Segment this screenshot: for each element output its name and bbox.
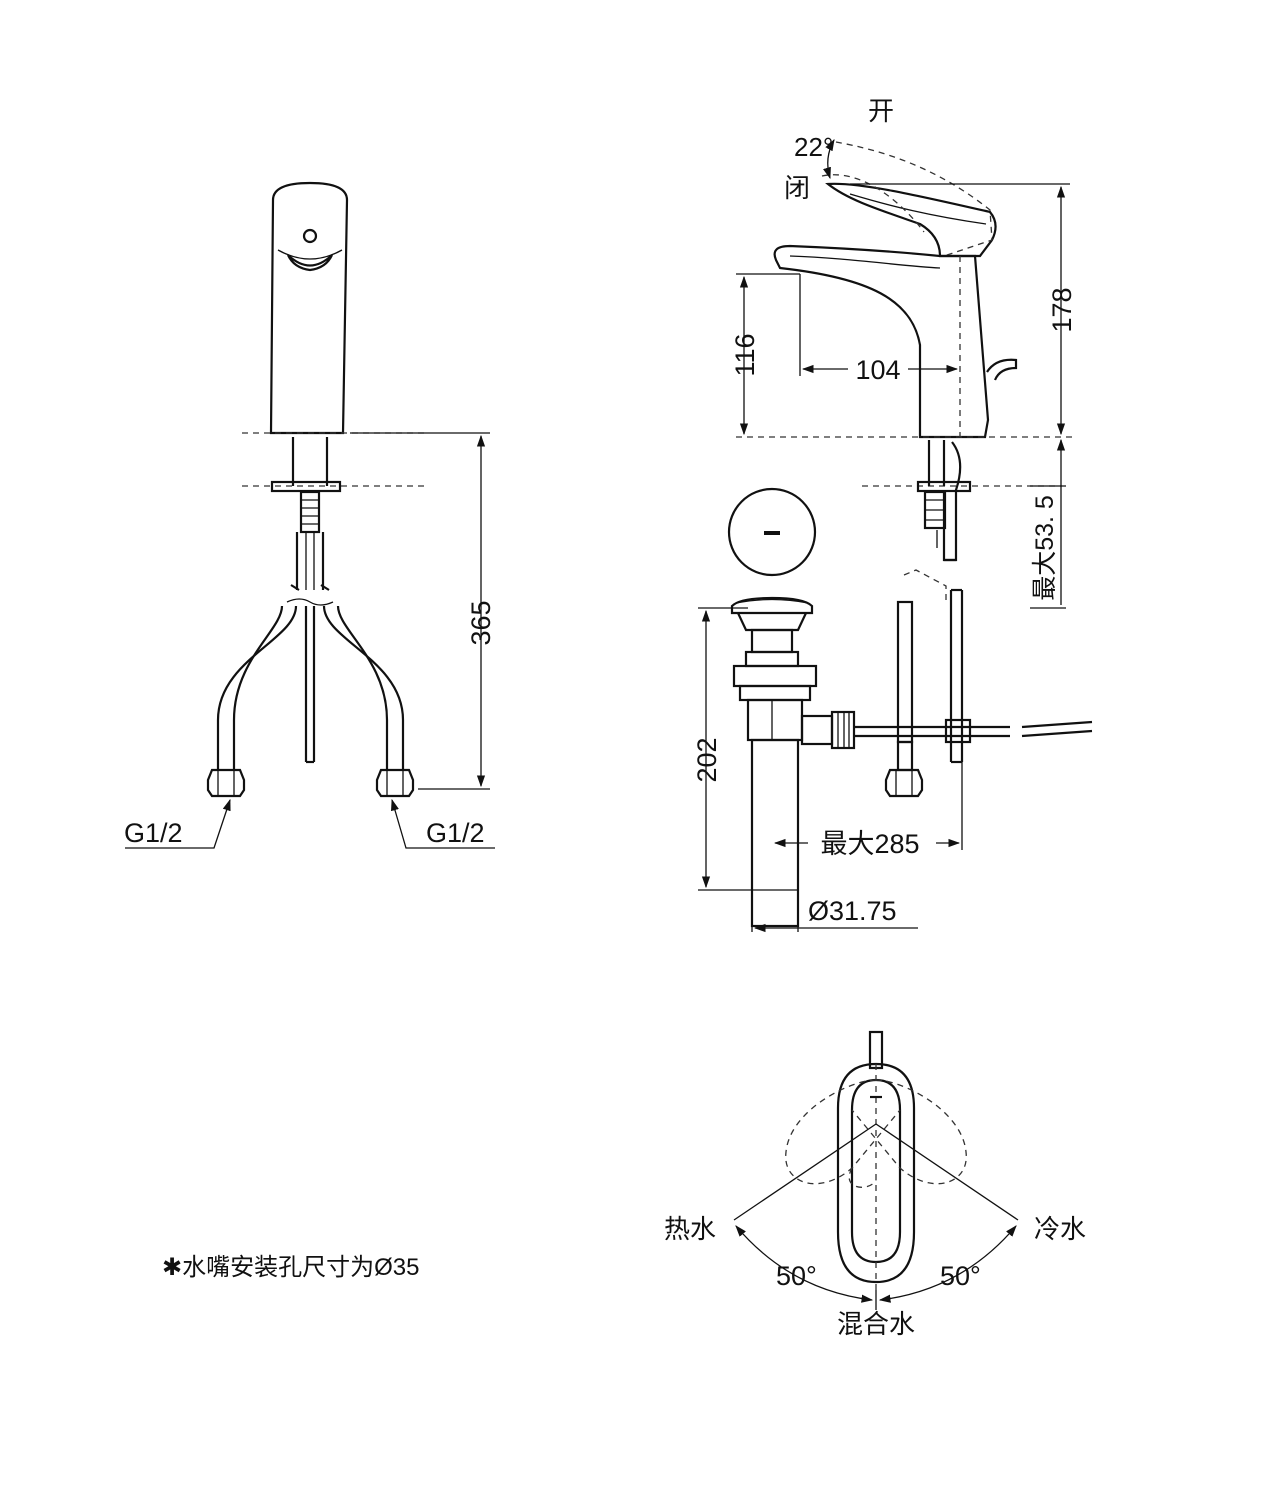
handle-angle-label: 22°: [794, 132, 833, 162]
front-left-hose: [216, 605, 298, 770]
front-left-nut: [206, 768, 246, 798]
front-faucet-body: [269, 181, 349, 435]
dim-drain-diameter-label: Ø31.75: [808, 896, 897, 926]
dim-104-label: 104: [855, 355, 900, 385]
handle-open-label: 开: [868, 96, 894, 126]
hot-water-label: 热水: [664, 1214, 716, 1244]
drain-flange: [730, 596, 814, 615]
right-angle-label: 50°: [940, 1261, 981, 1291]
dim-365-label: 365: [466, 600, 496, 645]
dim-178-label: 178: [1047, 287, 1077, 332]
drain-tail-pipe: [750, 738, 800, 928]
mixed-water-label: 混合水: [837, 1309, 915, 1339]
front-right-nut: [375, 768, 415, 798]
handle-closed-label: 闭: [784, 173, 810, 203]
dim-202-label: 202: [692, 737, 722, 782]
front-right-hose: [322, 605, 405, 770]
dim-116-label: 116: [730, 333, 760, 376]
side-spout: [773, 244, 990, 439]
drain-cap-top: [727, 487, 817, 577]
dim-max-pull-rod-label: 最大285: [820, 829, 919, 859]
cold-water-label: 冷水: [1034, 1214, 1086, 1244]
inlet-left-label: G1/2: [124, 818, 183, 848]
right-angle-arc: [878, 1225, 1017, 1303]
top-view: 热水 冷水 50° 50° 混合水: [664, 1030, 1086, 1339]
front-view: 365 G1/2 G1/2: [124, 181, 496, 849]
inlet-right-label: G1/2: [426, 818, 485, 848]
dim-max-deck-label: 最大53. 5: [1031, 495, 1059, 601]
left-angle-arc: [735, 1225, 874, 1303]
left-angle-label: 50°: [776, 1261, 817, 1291]
installation-note: ✱水嘴安装孔尺寸为Ø35: [162, 1254, 419, 1281]
side-view: 178 116 104 开 22° 闭 最大53. 5: [692, 96, 1093, 933]
